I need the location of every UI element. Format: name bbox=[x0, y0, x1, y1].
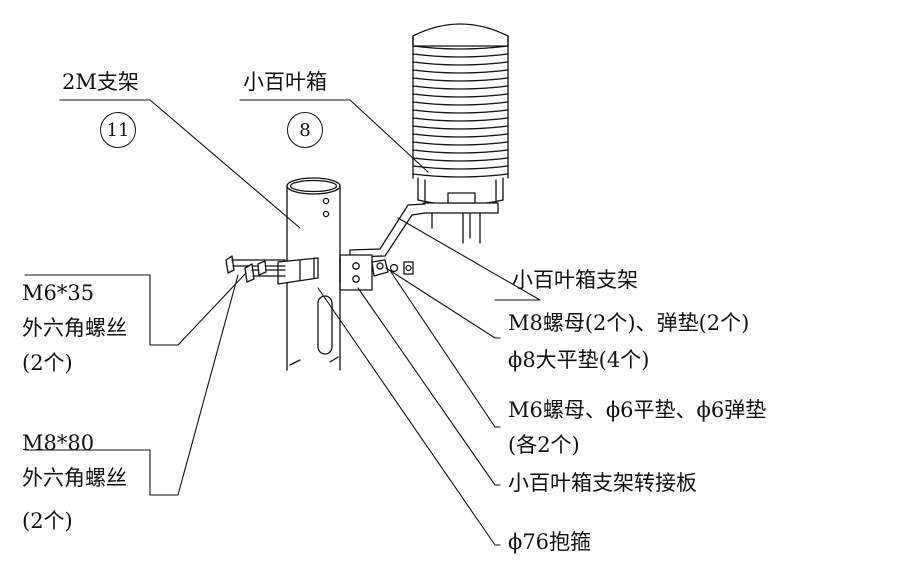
louver-bracket-shape bbox=[349, 192, 499, 258]
louver-plate bbox=[412, 85, 509, 90]
adapter-plate-shape bbox=[339, 254, 414, 291]
louver-box-shape bbox=[412, 23, 509, 206]
louver-plate bbox=[412, 173, 509, 178]
louver-plate bbox=[412, 117, 509, 122]
label-louver-box: 小百叶箱 bbox=[243, 70, 327, 94]
louver-plate bbox=[412, 133, 509, 138]
louver-plate bbox=[412, 165, 509, 170]
part-number-2m-bracket: 11 bbox=[100, 112, 136, 148]
louver-plate bbox=[412, 157, 509, 162]
louver-plate bbox=[412, 45, 509, 50]
label-m8-washer: ϕ8大平垫(4个) bbox=[508, 348, 650, 372]
label-hoop: ϕ76抱箍 bbox=[508, 530, 592, 554]
label-adapter-plate: 小百叶箱支架转接板 bbox=[508, 471, 697, 495]
label-m6-bolt-type: 外六角螺丝 bbox=[22, 316, 127, 340]
label-louver-bracket: 小百叶箱支架 bbox=[512, 268, 638, 292]
part-number-louver-box: 8 bbox=[287, 112, 323, 148]
louver-plate bbox=[412, 77, 509, 82]
leader-lines bbox=[24, 99, 541, 546]
label-2m-bracket: 2M支架 bbox=[62, 70, 139, 94]
label-m6-bolt-size: M6*35 bbox=[22, 281, 95, 305]
bolts-shape bbox=[225, 255, 286, 283]
louver-plate bbox=[412, 141, 509, 146]
louver-plate bbox=[412, 109, 509, 114]
label-m8-bolt-size: M8*80 bbox=[22, 431, 95, 455]
label-m8-nut: M8螺母(2个)、弹垫(2个) bbox=[508, 311, 750, 335]
louver-plate bbox=[412, 93, 509, 98]
label-m8-bolt-type: 外六角螺丝 bbox=[22, 466, 127, 490]
louver-plate bbox=[412, 53, 509, 58]
hoop-shape bbox=[277, 257, 341, 285]
louver-plate bbox=[412, 69, 509, 74]
label-m6-nut: M6螺母、ϕ6平垫、ϕ6弹垫 bbox=[508, 398, 767, 422]
louver-plate bbox=[412, 125, 509, 130]
louver-plate bbox=[412, 149, 509, 154]
label-m6-bolt-qty: (2个) bbox=[22, 351, 73, 375]
label-m8-bolt-qty: (2个) bbox=[22, 509, 73, 533]
louver-plate bbox=[412, 101, 509, 106]
louver-plate bbox=[412, 61, 509, 66]
label-m6-nut-qty: (各2个) bbox=[508, 433, 580, 457]
